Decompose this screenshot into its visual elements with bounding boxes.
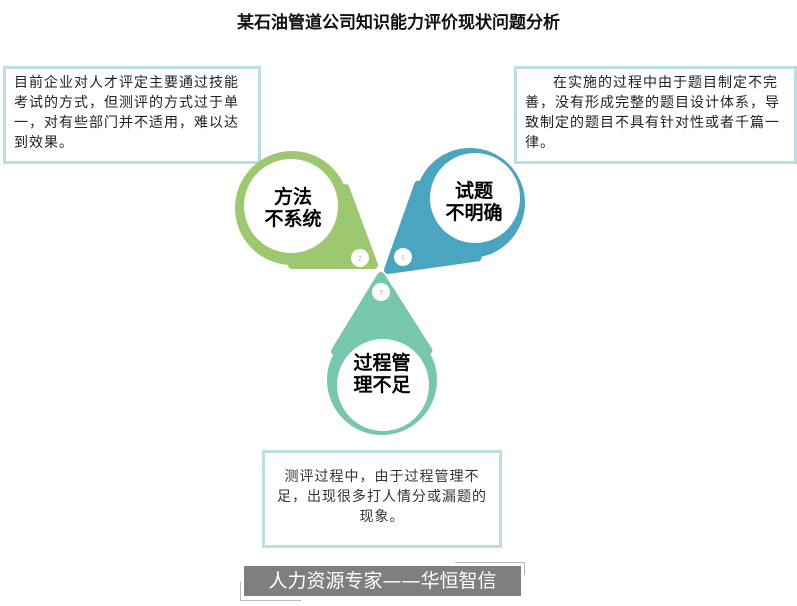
page-title: 某石油管道公司知识能力评价现状问题分析 [237, 13, 560, 33]
footer-banner: 人力资源专家——华恒智信 [244, 566, 521, 596]
pin-method: 2 [235, 151, 378, 269]
questions-description-box: 在实施的过程中由于题目制定不完善，没有形成完整的题目设计体系，导致制定的题目不具… [514, 66, 797, 164]
pin-questions-line1: 试题 [454, 180, 493, 202]
pin-method-line2: 不系统 [264, 208, 322, 230]
method-description-box: 目前企业对人才评定主要通过技能考试的方式，但测评的方式过于单一，对有些部门并不适… [3, 66, 261, 164]
pin-questions-label: 试题 不明确 [419, 180, 529, 224]
pin-inner-circle [337, 339, 429, 431]
pin-questions-line2: 不明确 [445, 202, 503, 224]
pin-number: 3 [379, 290, 383, 297]
pin-number-badge [351, 249, 369, 267]
process-description-box: 测评过程中，由于过程管理不足，出现很多打人情分或漏题的现象。 [262, 450, 502, 548]
pin-number-badge [372, 283, 390, 301]
pin-method-line1: 方法 [273, 186, 312, 208]
pin-inner-circle [244, 159, 338, 253]
pin-process: 3 [327, 272, 437, 435]
footer-decor-line [455, 562, 525, 575]
pin-process-label: 过程管 理不足 [327, 352, 437, 396]
pin-process-line1: 过程管 [353, 352, 411, 374]
pin-process-line2: 理不足 [353, 374, 411, 396]
pin-number: 2 [358, 256, 362, 263]
pin-number-badge [394, 248, 412, 266]
pin-method-label: 方法 不系统 [238, 186, 348, 230]
pin-inner-circle [430, 153, 520, 243]
pin-number: 1 [401, 255, 405, 262]
pin-questions: 1 [384, 148, 525, 274]
footer-decor-line [240, 582, 301, 601]
